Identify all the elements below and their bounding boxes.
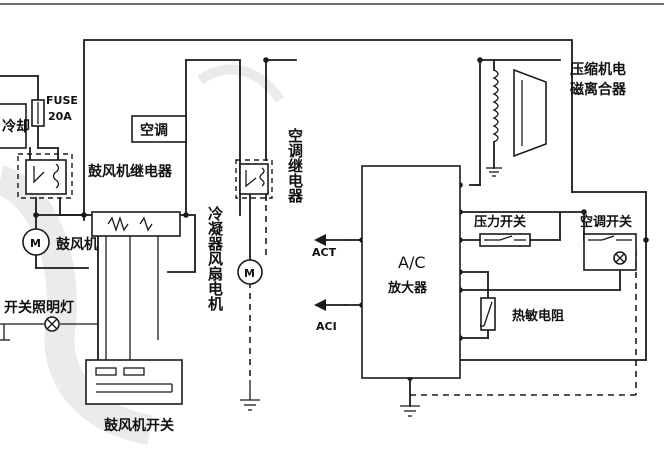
fuse bbox=[31, 99, 45, 127]
blower-relay-label: 鼓风机继电器 bbox=[88, 163, 173, 180]
compressor-clutch-label-1: 压缩机电 bbox=[570, 61, 626, 78]
ac-switch-label: 空调开关 bbox=[580, 214, 632, 230]
act-arrow bbox=[314, 234, 347, 246]
ac-relay-label-wrap: 空调继电器 bbox=[286, 128, 304, 203]
ac-label-box bbox=[131, 115, 187, 143]
blower-resistor-pack bbox=[91, 211, 181, 360]
thermistor-label: 热敏电阻 bbox=[512, 308, 564, 324]
ac-relay-label: 空调继电器 bbox=[286, 128, 304, 203]
blower-relay bbox=[17, 153, 73, 199]
background-watermark bbox=[0, 64, 285, 445]
blower-motor: M bbox=[22, 228, 50, 256]
condenser-fan-motor: M bbox=[237, 259, 263, 411]
switch-light bbox=[0, 316, 98, 341]
fuse-rating: 20A bbox=[48, 110, 72, 123]
blower-motor-symbol: M bbox=[30, 237, 41, 250]
amplifier-sub: 放大器 bbox=[387, 280, 428, 296]
dashed-returns bbox=[249, 205, 637, 396]
ac-relay bbox=[235, 159, 273, 199]
compressor-clutch-label-2: 磁离合器 bbox=[570, 81, 627, 98]
amplifier-ground bbox=[400, 377, 420, 417]
condenser-fan-motor-label: 冷凝器风扇电机 bbox=[206, 206, 224, 311]
blower-switch-label: 鼓风机开关 bbox=[104, 417, 174, 434]
blower-motor-label: 鼓风机 bbox=[56, 236, 98, 253]
fuse-label: FUSE bbox=[46, 94, 78, 107]
compressor-clutch bbox=[486, 59, 547, 177]
ac-amplifier-box bbox=[361, 165, 461, 379]
ac-switch bbox=[583, 233, 637, 271]
pressure-switch-label: 压力开关 bbox=[474, 214, 526, 230]
aci-arrow bbox=[314, 299, 347, 311]
pressure-switch bbox=[479, 233, 531, 247]
act-label: ACT bbox=[312, 246, 337, 259]
thermistor bbox=[480, 297, 496, 331]
cooling-relay-fragment bbox=[0, 103, 27, 149]
condenser-motor-symbol: M bbox=[244, 267, 255, 280]
condenser-fan-motor-label-wrap: 冷凝器风扇电机 bbox=[206, 206, 224, 311]
ac-box-label: 空调 bbox=[140, 122, 168, 139]
cooling-fragment-label: 冷却 bbox=[2, 118, 30, 135]
blower-switch bbox=[85, 359, 183, 405]
amplifier-title: A/C bbox=[398, 253, 426, 272]
switch-light-label: 开关照明灯 bbox=[4, 299, 74, 316]
aci-label: ACI bbox=[316, 320, 337, 333]
